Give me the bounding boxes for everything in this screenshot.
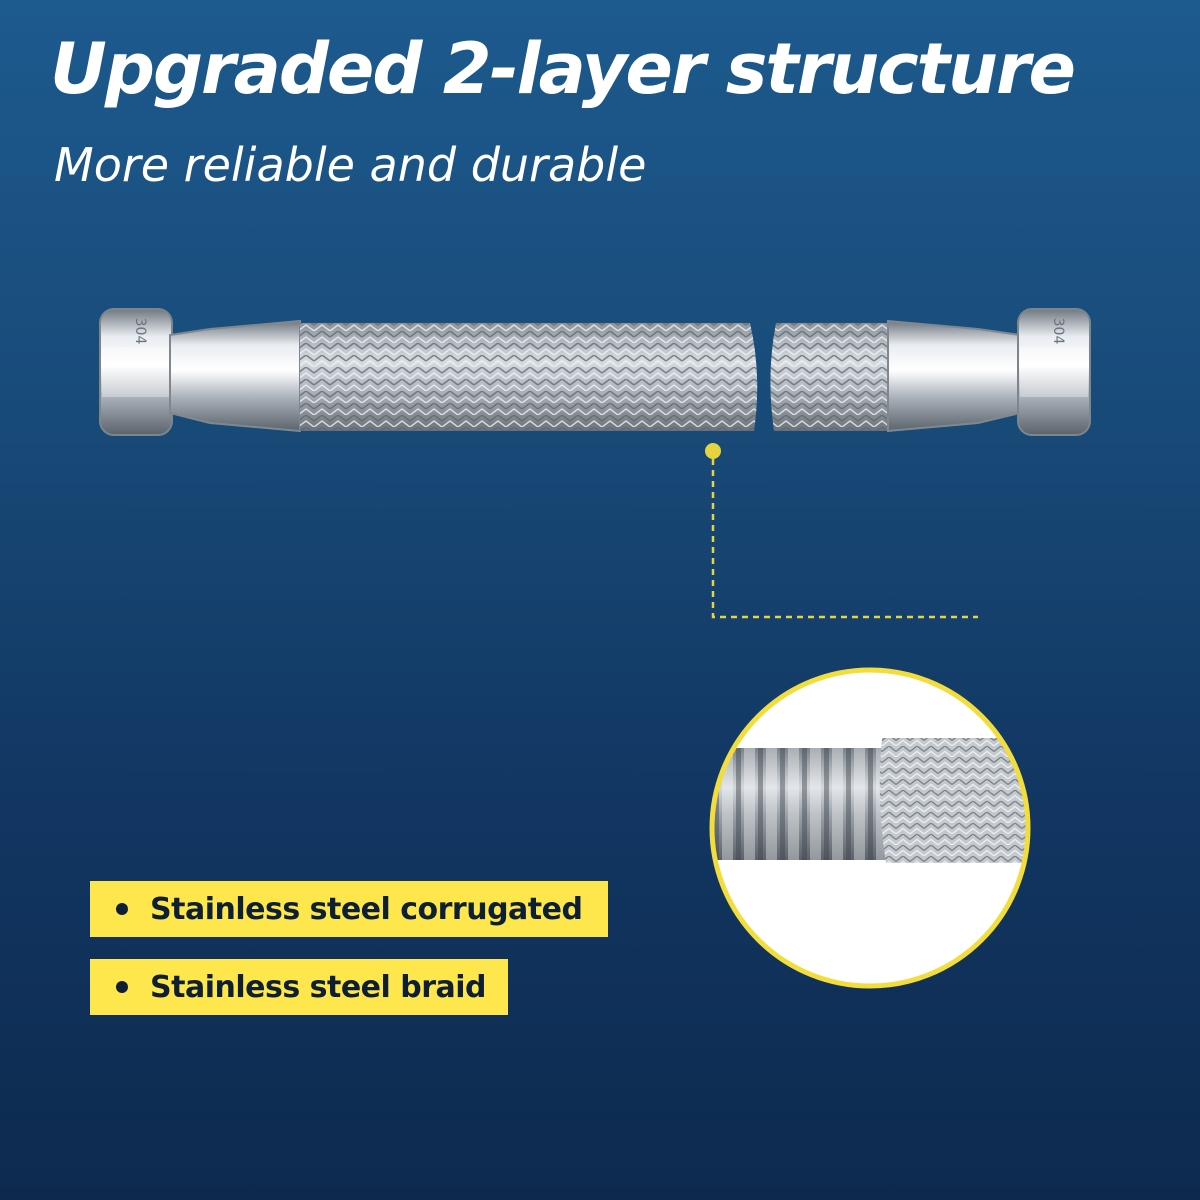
nut-marking-right: 304 (1050, 318, 1066, 345)
left-ferrule (169, 319, 301, 433)
page-subtitle: More reliable and durable (54, 138, 647, 192)
bullet-dot-icon (116, 903, 128, 915)
feature-tag-corrugated: Stainless steel corrugated (90, 881, 608, 937)
page-title: Upgraded 2-layer structure (50, 28, 1076, 110)
feature-label: Stainless steel corrugated (150, 891, 583, 927)
bullet-dot-icon (116, 981, 128, 993)
feature-tag-braid: Stainless steel braid (90, 959, 508, 1015)
feature-label: Stainless steel braid (150, 969, 487, 1005)
right-hex-nut: 304 (1017, 308, 1091, 436)
hose-layer-detail-magnifier (709, 667, 1031, 989)
left-hex-nut: 304 (99, 308, 173, 436)
braided-hose-illustration: 304 304 (99, 308, 1091, 436)
right-ferrule (887, 319, 1021, 433)
braid-section-right (770, 323, 890, 431)
nut-marking-left: 304 (132, 318, 148, 345)
braid-section-left (300, 323, 758, 431)
